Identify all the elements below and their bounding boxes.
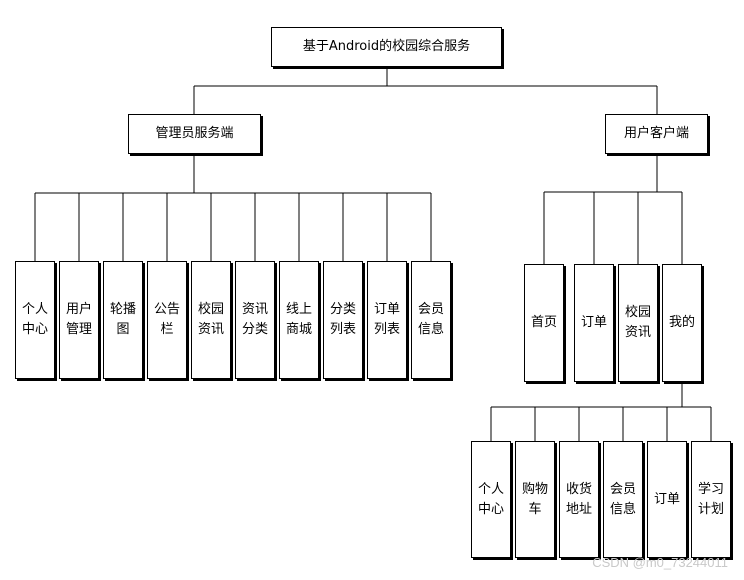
client-item-label: 我的 xyxy=(668,315,695,330)
admin-item-7: 分类列表 xyxy=(323,261,363,379)
client-item-2: 校园资讯 xyxy=(618,264,658,382)
mine-item-0: 个人中心 xyxy=(471,441,511,558)
admin-item-4: 校园资讯 xyxy=(191,261,231,379)
admin-node: 管理员服务端 xyxy=(128,114,261,154)
client-item-label: 订单 xyxy=(580,315,607,330)
mine-item-label: 个人中心 xyxy=(477,481,504,517)
mine-item-3: 会员信息 xyxy=(603,441,643,558)
admin-item-label: 会员信息 xyxy=(417,302,444,337)
admin-item-label: 分类列表 xyxy=(329,302,356,337)
mine-item-label: 会员信息 xyxy=(609,481,636,517)
admin-item-9: 会员信息 xyxy=(411,261,451,379)
admin-item-6: 线上商城 xyxy=(279,261,319,379)
admin-item-label: 轮播图 xyxy=(109,302,136,337)
client-item-1: 订单 xyxy=(574,264,614,382)
mine-item-5: 学习计划 xyxy=(691,441,731,558)
admin-item-0: 个人中心 xyxy=(15,261,55,379)
watermark: CSDN @m0_73244011 xyxy=(592,555,728,570)
admin-item-label: 订单列表 xyxy=(373,302,400,337)
client-item-0: 首页 xyxy=(524,264,564,382)
root-label: 基于Android的校园综合服务 xyxy=(302,39,471,54)
mine-item-2: 收货地址 xyxy=(559,441,599,558)
client-node: 用户客户端 xyxy=(605,114,708,154)
admin-item-3: 公告栏 xyxy=(147,261,187,379)
admin-item-2: 轮播图 xyxy=(103,261,143,379)
mine-item-label: 购物车 xyxy=(521,481,548,517)
root-node: 基于Android的校园综合服务 xyxy=(271,27,502,67)
mine-item-label: 订单 xyxy=(653,491,680,507)
client-item-label: 校园资讯 xyxy=(624,305,651,340)
mine-item-1: 购物车 xyxy=(515,441,555,558)
admin-item-5: 资讯分类 xyxy=(235,261,275,379)
admin-item-label: 公告栏 xyxy=(153,302,180,337)
admin-item-label: 线上商城 xyxy=(285,302,312,337)
admin-title: 管理员服务端 xyxy=(155,126,234,141)
admin-item-label: 校园资讯 xyxy=(197,302,224,337)
mine-item-4: 订单 xyxy=(647,441,687,558)
admin-item-1: 用户管理 xyxy=(59,261,99,379)
admin-item-label: 资讯分类 xyxy=(241,302,268,337)
client-item-label: 首页 xyxy=(530,315,557,330)
mine-item-label: 收货地址 xyxy=(565,481,592,517)
mine-item-label: 学习计划 xyxy=(697,481,724,517)
client-title: 用户客户端 xyxy=(623,126,689,141)
admin-item-label: 用户管理 xyxy=(65,302,92,337)
admin-item-8: 订单列表 xyxy=(367,261,407,379)
client-item-3: 我的 xyxy=(662,264,702,382)
admin-item-label: 个人中心 xyxy=(21,302,48,337)
